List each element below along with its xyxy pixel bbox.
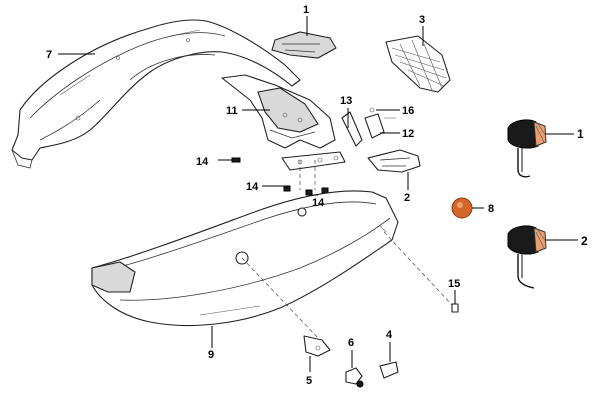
screw-15 [451,303,459,313]
assembly-lines [241,160,453,341]
lower-side-cover [91,190,399,327]
callout-11: 11 [226,105,238,117]
callout-1-signal: 1 [577,127,584,141]
clip-4 [379,361,399,379]
callout-5: 5 [306,375,312,387]
callout-3: 3 [419,14,425,26]
callout-14-b: 14 [246,181,259,193]
callout-14-c: 14 [312,197,325,209]
upper-side-cover [11,19,301,169]
callout-15: 15 [448,278,460,290]
lens-housing [367,149,421,173]
fastener-strip [281,151,346,171]
tail-light-lens [271,31,337,59]
callout-9: 9 [208,349,214,361]
callout-14-a: 14 [196,156,209,168]
callout-6: 6 [348,337,354,349]
grille-cover [385,35,451,93]
callout-4: 4 [386,329,393,341]
screw-icons [231,157,329,196]
nut-6 [345,367,364,388]
inner-bracket-panel [221,74,336,149]
bracket-5 [303,335,331,357]
callout-12: 12 [402,128,414,140]
reflector-disc [451,197,473,219]
callout-13: 13 [340,95,352,107]
turn-signal-upper [507,119,547,178]
callout-8: 8 [488,203,494,215]
callout-16: 16 [402,105,414,117]
reflector [451,197,473,219]
callout-2-signal: 2 [581,234,588,248]
turn-signal-lower [507,225,547,289]
callout-7: 7 [46,49,52,61]
callout-1-top: 1 [303,4,309,16]
callout-2-lens: 2 [404,192,410,204]
callout-labels: 1 3 7 11 13 16 12 14 14 14 2 1 8 2 15 9 … [46,4,588,387]
leader-lines [58,16,578,372]
clip-screw-group [341,107,396,147]
